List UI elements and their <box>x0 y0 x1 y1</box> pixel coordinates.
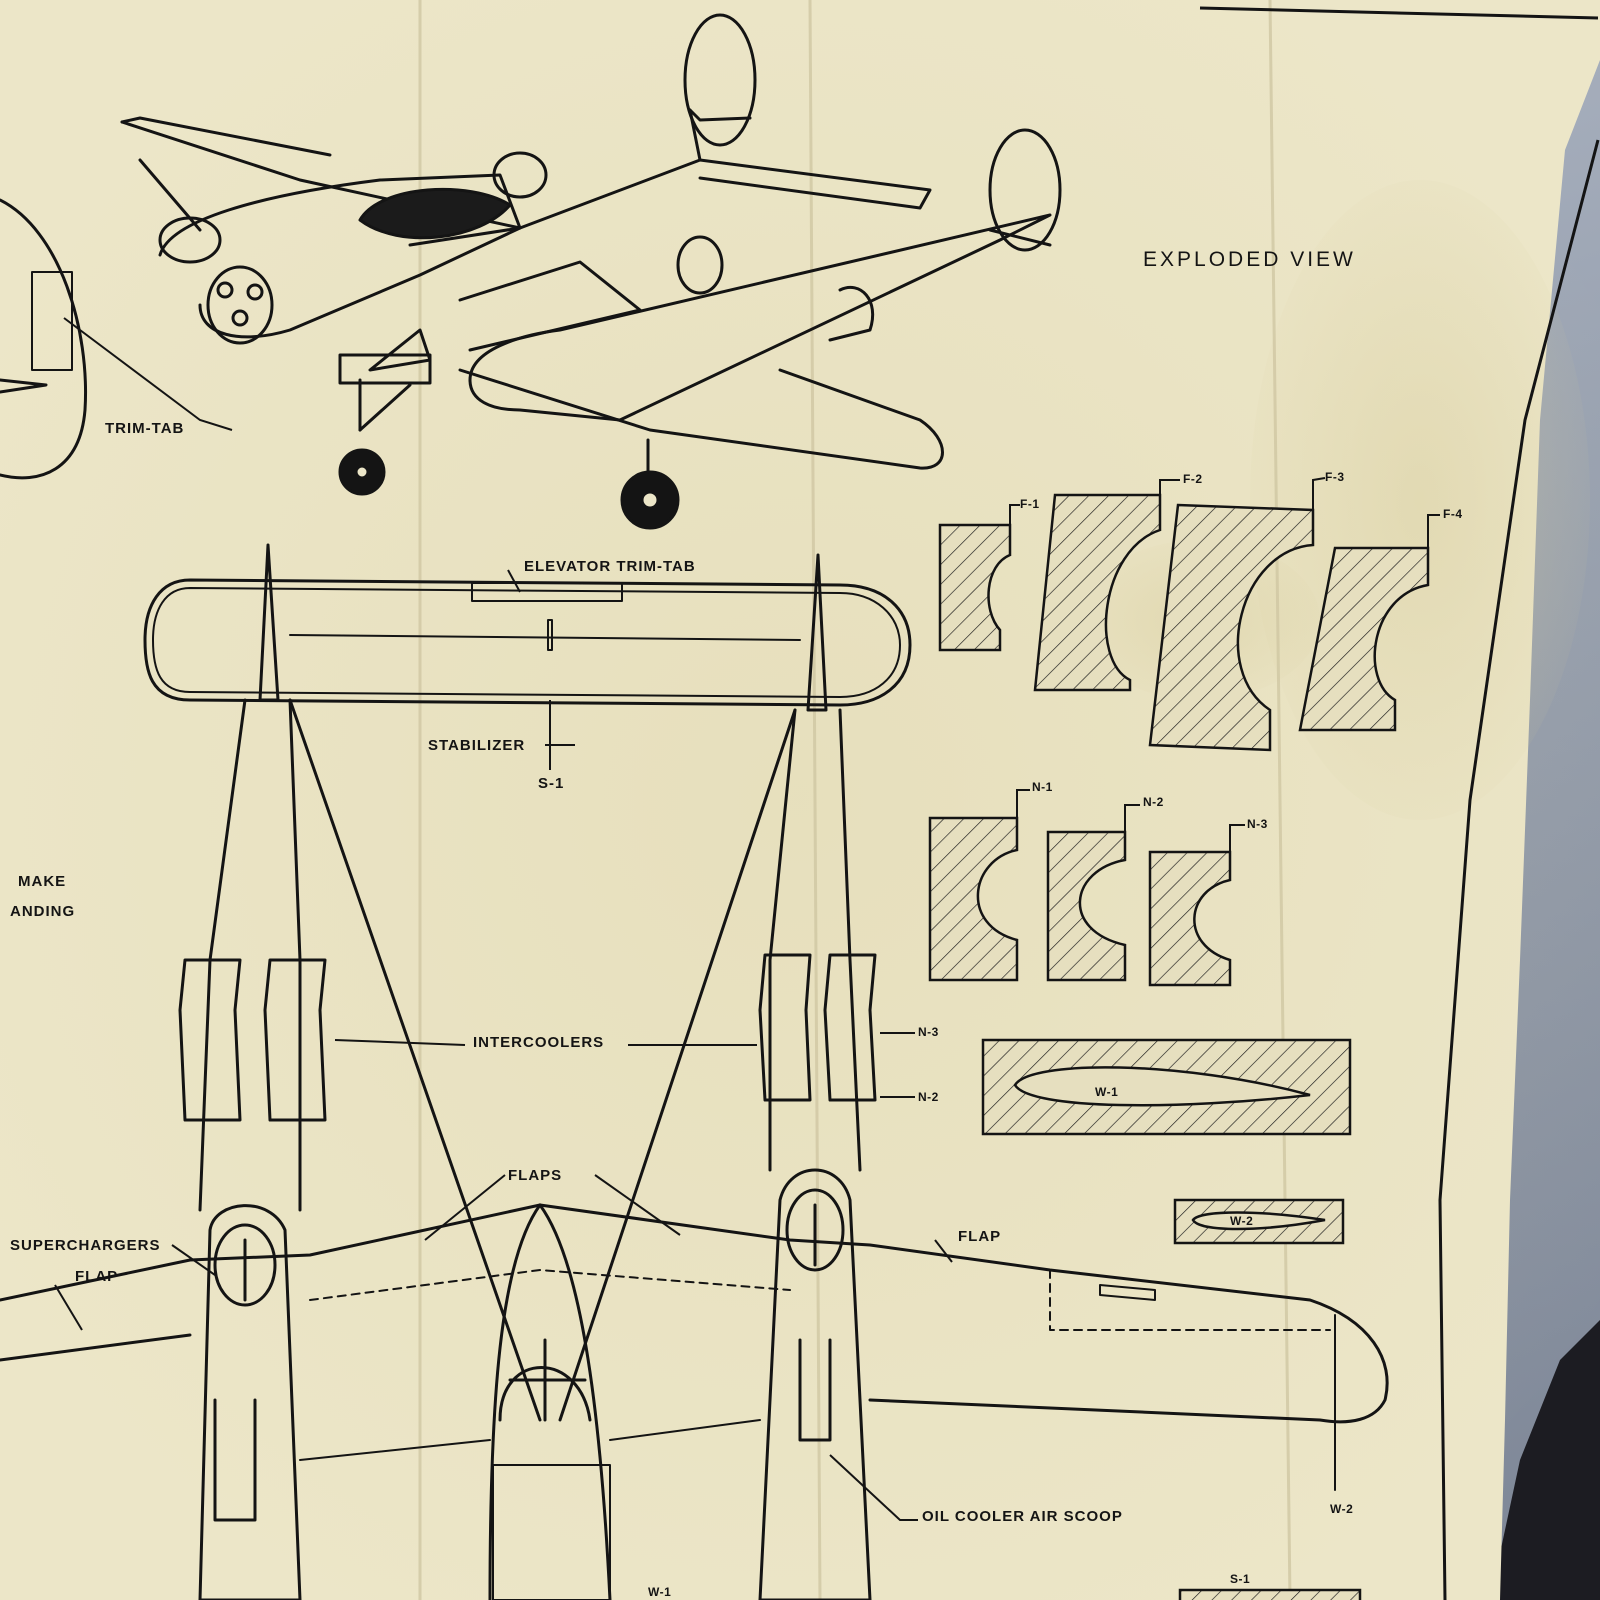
template-n3 <box>1148 850 1232 987</box>
make-label: MAKE <box>18 873 67 890</box>
landing-label: ANDING <box>10 903 76 920</box>
template-w2-label: W-2 <box>1230 1214 1254 1228</box>
template-f3 <box>1148 503 1315 752</box>
s1-label: S-1 <box>538 775 565 792</box>
template-n2 <box>1046 830 1127 982</box>
template-n2-label: N-2 <box>1143 795 1164 809</box>
template-f1-label: F-1 <box>1020 497 1040 511</box>
intercoolers-label: INTERCOOLERS <box>473 1034 605 1051</box>
template-f3-label: F-3 <box>1325 470 1345 484</box>
flap-left-label: FLAP <box>75 1268 119 1285</box>
template-w1-label: W-1 <box>1095 1085 1119 1099</box>
template-s1 <box>1178 1588 1362 1600</box>
n2-side-label: N-2 <box>918 1090 939 1104</box>
template-n1-label: N-1 <box>1032 780 1053 794</box>
trim-tab-label: TRIM-TAB <box>105 420 185 437</box>
template-f2 <box>1033 493 1162 692</box>
exploded-view-title: EXPLODED VIEW <box>1143 248 1356 271</box>
s1-bottom-label: S-1 <box>1230 1572 1251 1586</box>
elevator-trim-tab-label: ELEVATOR TRIM-TAB <box>524 558 696 575</box>
template-n1 <box>928 816 1019 982</box>
w2-side-label: W-2 <box>1330 1502 1354 1516</box>
template-f4-label: F-4 <box>1443 507 1463 521</box>
n3-side-label: N-3 <box>918 1025 939 1039</box>
flaps-label: FLAPS <box>508 1167 563 1184</box>
w1-bottom-label: W-1 <box>648 1585 672 1599</box>
superchargers-label: SUPERCHARGERS <box>10 1237 161 1254</box>
stabilizer-label: STABILIZER <box>428 737 526 754</box>
template-n3-label: N-3 <box>1247 817 1268 831</box>
template-f1 <box>938 523 1012 652</box>
template-f2-label: F-2 <box>1183 472 1203 486</box>
flap-right-label: FLAP <box>958 1228 1002 1245</box>
oil-cooler-label: OIL COOLER AIR SCOOP <box>922 1508 1123 1525</box>
template-f4 <box>1298 546 1430 732</box>
